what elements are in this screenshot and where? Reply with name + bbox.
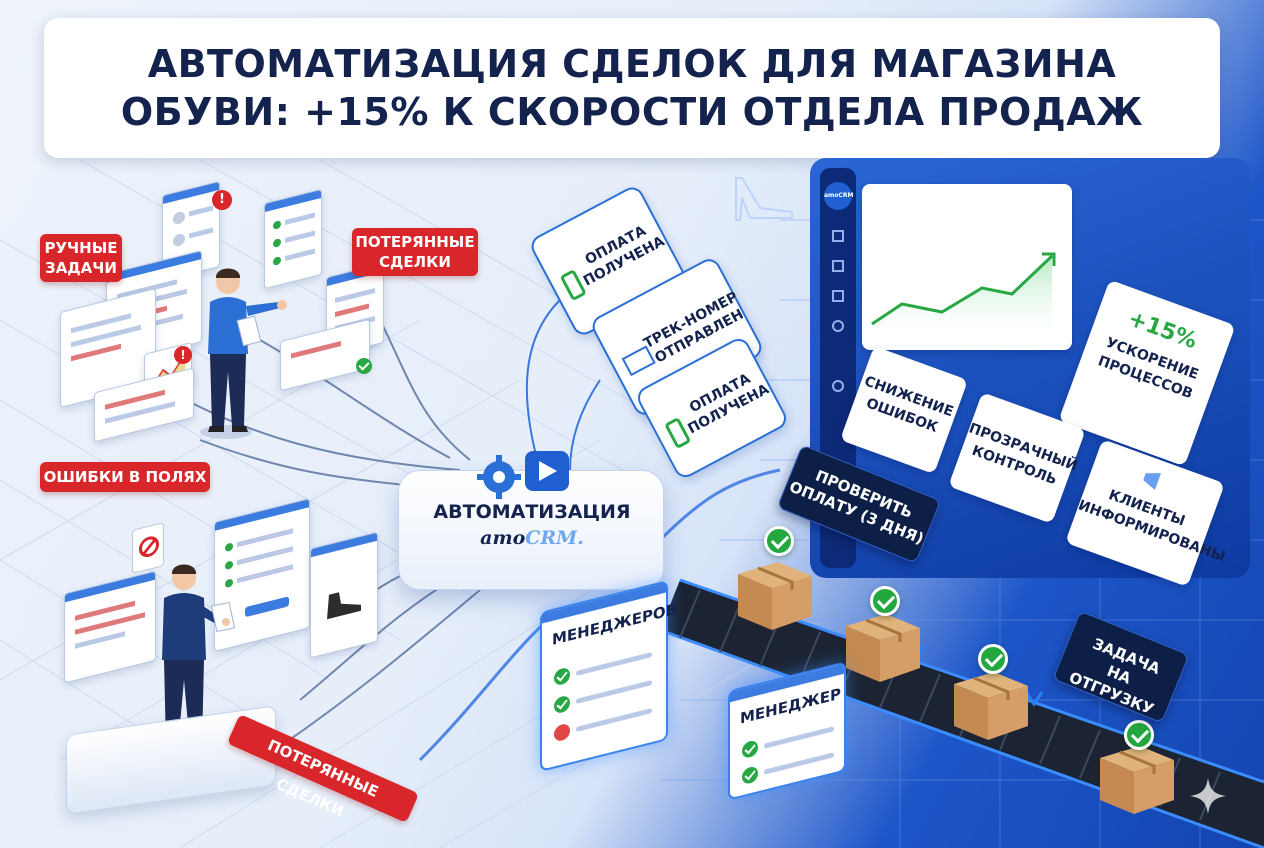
users-icon[interactable] xyxy=(832,320,844,332)
megaphone-icon xyxy=(1141,468,1170,493)
sparkle-icon xyxy=(1190,778,1226,814)
manual-tasks-tag: РУЧНЫЕ ЗАДАЧИ xyxy=(40,234,122,282)
heel-shoe-icon xyxy=(735,177,793,221)
package-box xyxy=(846,614,920,682)
menu-icon[interactable] xyxy=(832,260,844,272)
growth-chart-panel xyxy=(862,184,1072,350)
package-box xyxy=(1100,746,1174,814)
check-icon xyxy=(978,644,1008,674)
package-box xyxy=(954,672,1028,740)
field-errors-tag: ОШИБКИ В ПОЛЯХ xyxy=(40,462,210,492)
check-icon xyxy=(356,358,372,374)
person-manager-top xyxy=(200,268,287,439)
lost-deals-tag-top: ПОТЕРЯННЫЕ СДЕЛКИ xyxy=(352,228,478,276)
check-icon xyxy=(870,586,900,616)
check-icon xyxy=(742,765,758,786)
automation-hub[interactable]: АВТОМАТИЗАЦИЯ amoCRM. xyxy=(398,451,664,590)
status-dot xyxy=(554,722,570,743)
shoe-doc xyxy=(310,531,378,659)
alert-icon: ! xyxy=(212,190,232,210)
page-title-line1: АВТОМАТИЗАЦИЯ СДЕЛОК ДЛЯ МАГАЗИНА xyxy=(147,42,1117,86)
settings-icon[interactable] xyxy=(832,380,844,392)
page-title-line2: ОБУВИ: +15% К СКОРОСТИ ОТДЕЛА ПРОДАЖ xyxy=(120,90,1144,134)
managers-card[interactable]: МЕНЕДЖЕРОВ xyxy=(540,580,677,772)
gear-play-icon xyxy=(477,451,569,499)
package-box xyxy=(738,562,812,630)
hub-label: АВТОМАТИЗАЦИЯ xyxy=(433,501,631,523)
check-icon xyxy=(1124,720,1154,750)
check-icon xyxy=(764,526,794,556)
amocrm-logo: amoCRM xyxy=(824,182,853,210)
check-icon xyxy=(554,694,570,715)
home-icon[interactable] xyxy=(832,230,844,242)
check-icon xyxy=(554,666,570,687)
calendar-icon[interactable] xyxy=(832,290,844,302)
alert-icon: ! xyxy=(174,346,192,364)
title-card: АВТОМАТИЗАЦИЯ СДЕЛОК ДЛЯ МАГАЗИНА ОБУВИ:… xyxy=(44,18,1220,158)
check-icon xyxy=(742,739,758,760)
hub-brand: amoCRM. xyxy=(480,527,584,549)
